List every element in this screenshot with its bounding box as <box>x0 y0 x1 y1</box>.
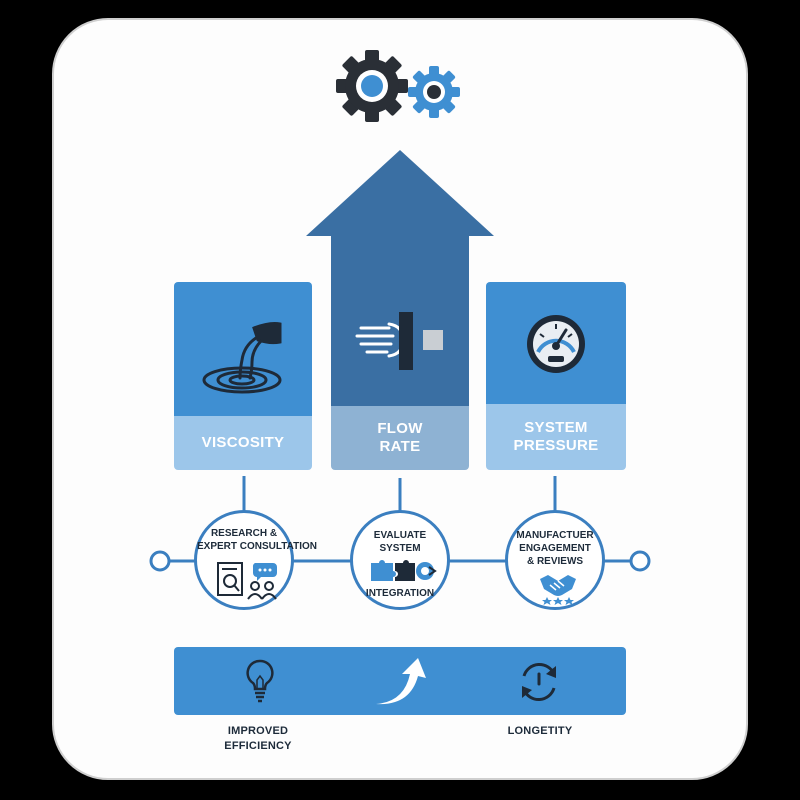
gears-icon <box>336 50 460 122</box>
step-line: SYSTEM <box>379 543 421 554</box>
step-line: RESEARCH & <box>210 528 278 539</box>
handshake-icon <box>540 575 576 605</box>
flow-rate-label-box: FLOW RATE <box>331 406 469 470</box>
step-line: MANUFACTUER <box>516 530 594 541</box>
outcome-line: IMPROVED <box>227 725 289 737</box>
up-arrow-icon <box>376 658 426 705</box>
timeline-start-node <box>149 550 171 572</box>
step-title: EVALUATE SYSTEM <box>353 529 447 555</box>
evaluate-step: EVALUATE SYSTEM INTEGRATION <box>350 510 450 610</box>
step-title: MANUFACTUER ENGAGEMENT & REVIEWS <box>508 529 602 568</box>
step-line: EVALUATE <box>373 530 427 541</box>
factor-label: SYSTEM <box>524 419 588 436</box>
longevity-label: LONGETITY <box>490 724 590 739</box>
document-search-icon <box>217 562 277 600</box>
step-line: EXPERT CONSULTATION <box>197 541 317 552</box>
pouring-liquid-icon <box>202 322 282 394</box>
upward-arrow-shape <box>306 150 494 236</box>
viscosity-panel: VISCOSITY <box>174 282 312 470</box>
step-subtitle: INTEGRATION <box>365 588 435 599</box>
factor-label: FLOW <box>377 420 423 437</box>
step-line: ENGAGEMENT <box>519 543 591 554</box>
system-pressure-label-box: SYSTEM PRESSURE <box>486 404 626 470</box>
cycle-clock-icon <box>522 663 556 701</box>
research-step: RESEARCH & EXPERT CONSULTATION <box>194 510 317 610</box>
factor-label: PRESSURE <box>513 437 599 454</box>
large-gear-icon <box>336 50 408 122</box>
outcome-line: LONGETITY <box>507 725 573 737</box>
puzzle-gear-icon <box>371 560 437 581</box>
factor-label: RATE <box>379 438 421 455</box>
pressure-gauge-icon <box>527 315 585 373</box>
efficiency-label: IMPROVED EFFICIENCY <box>208 724 308 754</box>
outcome-line: EFFICIENCY <box>224 740 292 752</box>
factor-label: VISCOSITY <box>201 434 285 451</box>
step-title: RESEARCH & EXPERT CONSULTATION <box>197 527 317 553</box>
small-gear-icon <box>408 66 460 118</box>
timeline-end-node <box>629 550 651 572</box>
system-pressure-panel: SYSTEM PRESSURE <box>486 282 626 470</box>
lightbulb-icon <box>246 659 274 703</box>
step-line: & REVIEWS <box>526 556 584 567</box>
flow-rate-panel: FLOW RATE <box>331 236 469 470</box>
manufacturer-step: MANUFACTUER ENGAGEMENT & REVIEWS <box>505 510 605 610</box>
viscosity-label-box: VISCOSITY <box>174 416 312 470</box>
flow-pipe-icon <box>355 312 443 370</box>
